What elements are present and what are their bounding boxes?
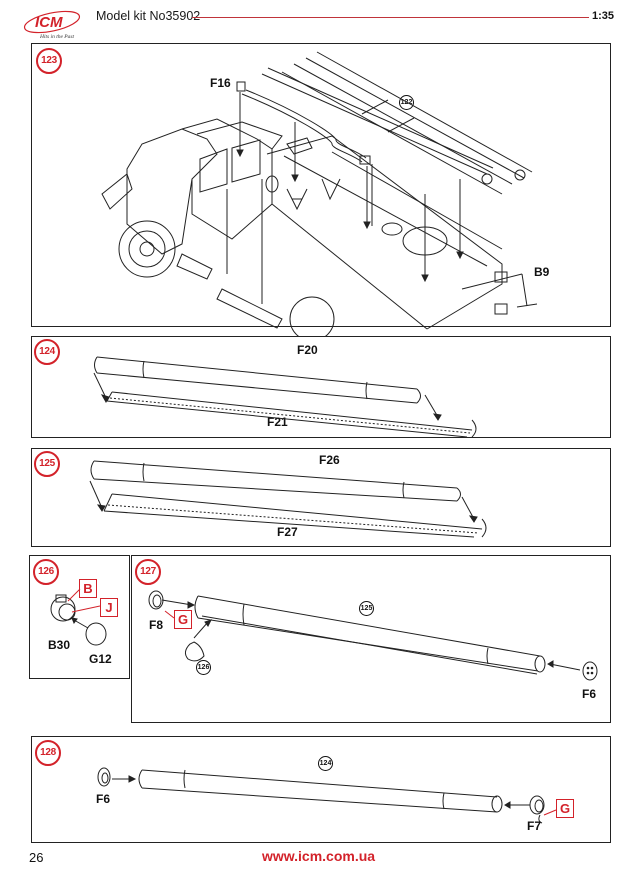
color-callout-g: G <box>174 610 192 629</box>
pole-with-caps-drawing <box>32 737 612 844</box>
part-label-f8: F8 <box>149 618 164 632</box>
step-123-panel: 123 F16 122 B9 <box>31 43 611 327</box>
part-label-b9: B9 <box>534 265 550 279</box>
truck-assembly-drawing <box>32 44 612 328</box>
kit-title: Model kit No35902 <box>96 9 201 23</box>
part-label-f6: F6 <box>582 687 597 701</box>
step-number-badge: 123 <box>36 48 62 74</box>
reference-step-badge: 124 <box>318 756 333 771</box>
color-callout-j: J <box>100 598 118 617</box>
pole-halves-drawing <box>32 449 612 548</box>
pole-assembly <box>242 52 532 194</box>
part-label-f20: F20 <box>297 343 318 357</box>
color-callout-b: B <box>79 579 97 598</box>
part-label-f27: F27 <box>277 525 298 539</box>
step-124-panel: 124 F20 F21 <box>31 336 611 438</box>
truck-body <box>102 119 507 341</box>
step-number-badge: 128 <box>35 740 61 766</box>
part-label-b30: B30 <box>48 638 71 652</box>
svg-text:ICM: ICM <box>35 14 63 31</box>
step-127-panel: 127 F8 G 125 126 F6 <box>131 555 611 723</box>
step-125-panel: 125 F26 F27 <box>31 448 611 547</box>
brand-tagline: Hits in the Past <box>39 34 75 40</box>
reference-step-badge: 125 <box>359 601 374 616</box>
header-divider <box>192 17 589 18</box>
lamp-assembly-drawing <box>30 556 131 680</box>
step-number-badge: 125 <box>34 451 60 477</box>
part-label-f26: F26 <box>319 453 340 467</box>
step-number-badge: 126 <box>33 559 59 585</box>
part-label-g12: G12 <box>89 652 112 666</box>
part-label-f7: F7 <box>527 819 542 833</box>
brand-logo: ICM Hits in the Past <box>22 10 84 40</box>
color-callout-g: G <box>556 799 574 818</box>
step-126-panel: 126 B J B30 G12 <box>29 555 130 679</box>
scale-label: 1:35 <box>592 10 615 22</box>
reference-step-badge: 126 <box>196 660 211 675</box>
page-number: 26 <box>29 850 44 865</box>
step-128-panel: 128 F6 124 F7 G <box>31 736 611 843</box>
pole-with-caps-drawing <box>132 556 612 724</box>
part-label-f6: F6 <box>96 792 111 806</box>
step-number-badge: 124 <box>34 339 60 365</box>
pole-halves-drawing <box>32 337 612 439</box>
part-label-f16: F16 <box>210 76 231 90</box>
website-link[interactable]: www.icm.com.ua <box>262 848 376 864</box>
step-number-badge: 127 <box>135 559 161 585</box>
